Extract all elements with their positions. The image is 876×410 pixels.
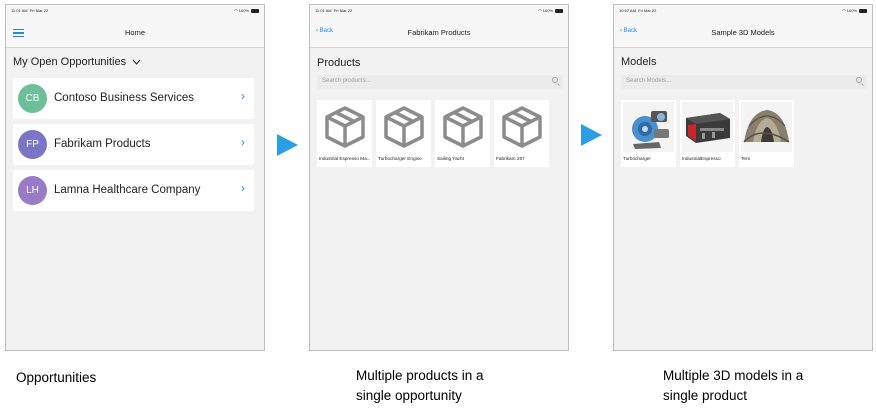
status-bar: 11:01 AM Fri Mar 22 ◠ 100% xyxy=(6,5,264,17)
model-tile[interactable]: Tent xyxy=(739,100,794,167)
product-name: Turbocharger Engine xyxy=(378,156,422,161)
avatar: LH xyxy=(18,176,47,205)
product-name: Sailing Yacht xyxy=(437,156,464,161)
page-title: Fabrikam Products xyxy=(407,28,471,37)
product-tile[interactable]: Sailing Yacht xyxy=(435,100,490,167)
status-bar: 10:57 AM Fri Mar 22 ◠ 100% xyxy=(614,5,872,17)
battery-level: 100% xyxy=(238,8,249,13)
model-name: Tent xyxy=(741,156,750,161)
section-title: Models xyxy=(621,56,657,68)
search-placeholder: Search Models... xyxy=(626,78,672,84)
opportunity-row[interactable]: FP Fabrikam Products › xyxy=(13,124,254,165)
avatar: CB xyxy=(18,84,47,113)
battery-icon xyxy=(859,8,867,13)
search-placeholder: Search products... xyxy=(322,78,371,84)
section-title: Products xyxy=(317,57,361,69)
cube-icon xyxy=(378,102,429,152)
status-time: 10:57 AM xyxy=(619,8,636,13)
battery-level: 100% xyxy=(542,8,553,13)
opportunity-row[interactable]: CB Contoso Business Services › xyxy=(13,78,254,119)
tent-thumbnail xyxy=(741,102,792,152)
search-icon xyxy=(552,77,558,83)
opportunity-row[interactable]: LH Lamna Healthcare Company › xyxy=(13,170,254,211)
play-arrow-icon xyxy=(277,134,298,156)
wifi-icon: ◠ xyxy=(538,8,542,13)
opportunity-name: Lamna Healthcare Company xyxy=(54,184,201,196)
chevron-right-icon: › xyxy=(241,89,245,103)
caption-line: Multiple products in a xyxy=(356,368,484,383)
status-date: Fri Mar 22 xyxy=(29,8,49,13)
battery-icon xyxy=(555,8,563,13)
status-bar: 11:01 AM Fri Mar 22 ◠ 100% xyxy=(310,5,568,17)
caption-opportunities: Opportunities xyxy=(16,368,96,388)
caption-line: single product xyxy=(663,388,748,403)
status-time: 11:01 AM xyxy=(11,8,28,13)
models-screen: 10:57 AM Fri Mar 22 ◠ 100% ‹ Back Sample… xyxy=(613,4,873,351)
page-title: Home xyxy=(124,28,145,37)
page-title: Sample 3D Models xyxy=(711,28,775,37)
product-tile[interactable]: Industrial Espresso Ma... xyxy=(317,100,372,167)
cube-icon xyxy=(319,102,370,152)
back-button[interactable]: ‹ Back xyxy=(316,28,333,34)
opportunities-screen: 11:01 AM Fri Mar 22 ◠ 100% Home My Open … xyxy=(5,4,265,351)
cube-icon xyxy=(496,102,547,152)
chevron-left-icon: ‹ xyxy=(620,28,622,34)
product-name: Industrial Espresso Ma... xyxy=(319,156,371,161)
caption-models: Multiple 3D models in a single product xyxy=(663,366,803,406)
hamburger-icon[interactable] xyxy=(13,29,24,37)
model-tile[interactable]: Turbocharger xyxy=(621,100,676,167)
product-tile[interactable]: Turbocharger Engine xyxy=(376,100,431,167)
battery-level: 100% xyxy=(846,8,857,13)
back-button[interactable]: ‹ Back xyxy=(620,28,637,34)
espresso-machine-thumbnail xyxy=(682,102,733,152)
status-date: Fri Mar 22 xyxy=(638,8,657,13)
chevron-right-icon: › xyxy=(241,181,245,195)
chevron-down-icon xyxy=(132,59,141,65)
back-label: Back xyxy=(319,28,334,34)
product-name: Fabrikam 257 xyxy=(496,156,525,161)
chevron-left-icon: ‹ xyxy=(316,28,318,34)
cube-icon xyxy=(437,102,488,152)
search-input[interactable]: Search Models... xyxy=(621,75,867,89)
model-tile[interactable]: IndustrialEspresso xyxy=(680,100,735,167)
nav-bar: ‹ Back Sample 3D Models xyxy=(614,17,872,48)
back-label: Back xyxy=(623,28,638,34)
caption-products: Multiple products in a single opportunit… xyxy=(356,366,484,406)
opportunity-name: Fabrikam Products xyxy=(54,138,151,150)
wifi-icon: ◠ xyxy=(234,8,238,13)
play-arrow-icon xyxy=(581,124,602,146)
model-name: IndustrialEspresso xyxy=(682,156,721,161)
search-icon xyxy=(856,77,862,83)
search-input[interactable]: Search products... xyxy=(317,75,563,89)
caption-line: Opportunities xyxy=(16,370,97,385)
wifi-icon: ◠ xyxy=(842,8,846,13)
battery-icon xyxy=(251,8,259,13)
section-title: My Open Opportunities xyxy=(13,56,127,68)
nav-bar: Home xyxy=(6,17,264,48)
turbocharger-thumbnail xyxy=(623,102,674,152)
opportunity-name: Contoso Business Services xyxy=(54,92,194,104)
status-date: Fri Mar 22 xyxy=(333,8,353,13)
caption-line: Multiple 3D models in a xyxy=(663,368,804,383)
status-time: 11:01 AM xyxy=(315,8,332,13)
nav-bar: ‹ Back Fabrikam Products xyxy=(310,17,568,48)
avatar: FP xyxy=(18,130,47,159)
model-name: Turbocharger xyxy=(623,156,651,161)
products-screen: 11:01 AM Fri Mar 22 ◠ 100% ‹ Back Fabrik… xyxy=(309,4,569,351)
opportunities-dropdown[interactable]: My Open Opportunities xyxy=(13,56,141,68)
chevron-right-icon: › xyxy=(241,135,245,149)
caption-line: single opportunity xyxy=(356,388,462,403)
product-tile[interactable]: Fabrikam 257 xyxy=(494,100,549,167)
